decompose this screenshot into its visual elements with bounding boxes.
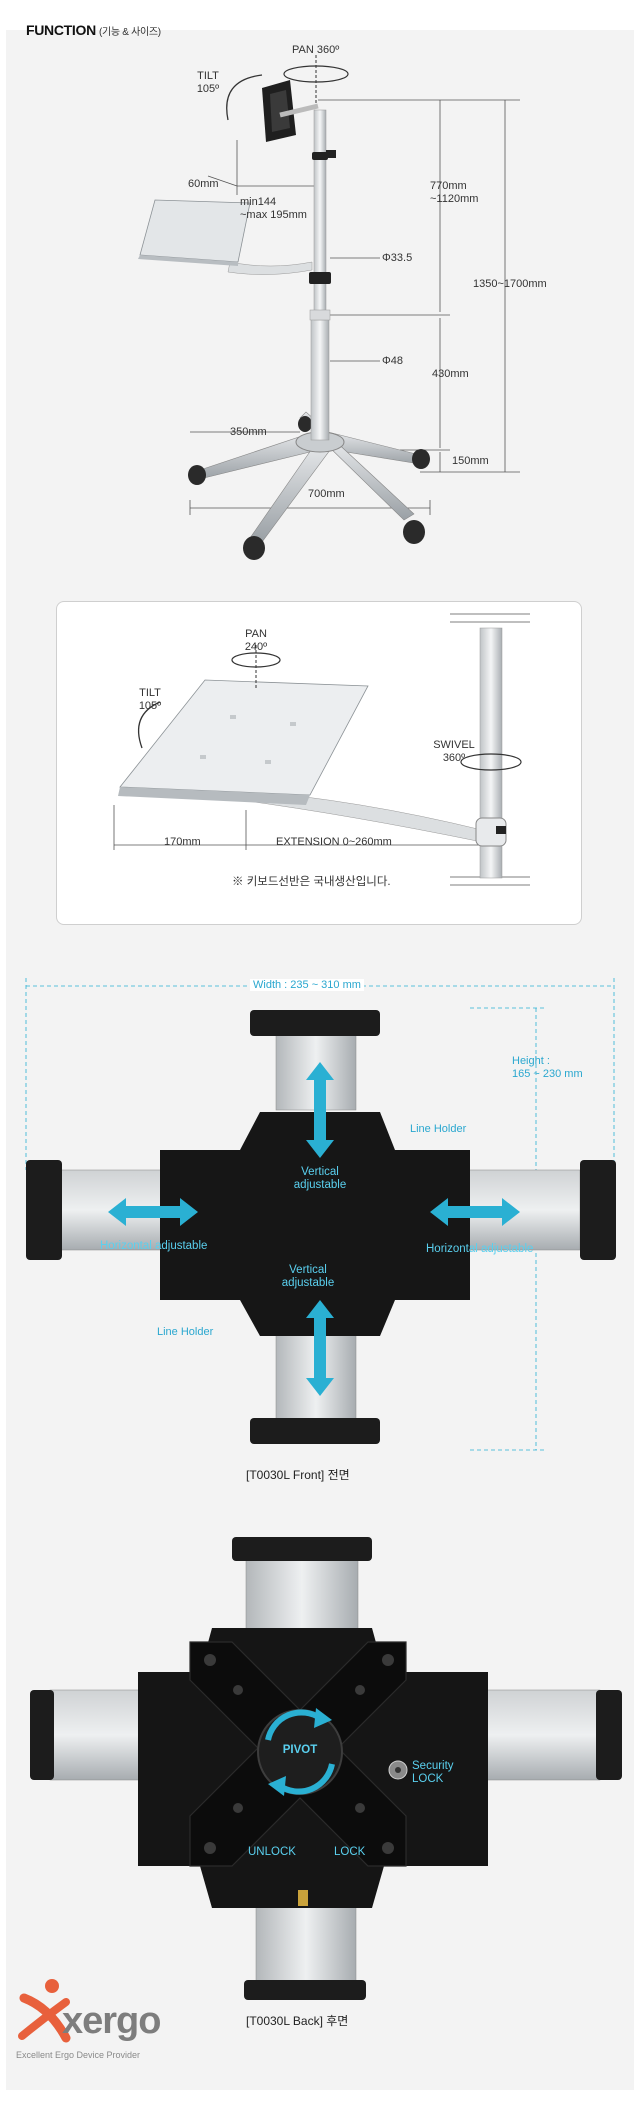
front-caption: [T0030L Front] 전면 [246, 1468, 350, 1482]
tray-tilt-line2: 105º [138, 700, 162, 712]
line-holder-top: Line Holder [410, 1123, 467, 1135]
lower-height-label: 430mm [432, 368, 469, 380]
line-holder-bottom: Line Holder [157, 1326, 214, 1338]
security-lock-label: Security LOCK [412, 1760, 462, 1786]
section-subtitle: (기능 & 사이즈) [98, 27, 161, 38]
front-illustration [25, 978, 616, 1451]
caster-height-label: 150mm [452, 455, 489, 467]
back-caption: [T0030L Back] 후면 [246, 2014, 349, 2028]
vertical-adjustable-top: Vertical adjustable [284, 1166, 356, 1192]
pivot-label: PIVOT [282, 1744, 318, 1756]
extension-label: EXTENSION 0~260mm [276, 836, 392, 848]
vertical-adjustable-bottom: Vertical adjustable [272, 1264, 344, 1290]
pan-label: PAN 360º [292, 44, 340, 56]
tilt-label-line2: 105º [196, 83, 220, 95]
reach-label-line1: min144 [240, 196, 277, 208]
tray-tilt-line1: TILT [139, 687, 161, 699]
tilt-label: TILT 105º [192, 70, 224, 96]
upper-height-line2: ~1120mm [430, 193, 479, 205]
vertical-top-line2: adjustable [293, 1179, 347, 1191]
tilt-label-line1: TILT [197, 70, 219, 82]
offset-label: 60mm [188, 178, 219, 190]
unlock-label: UNLOCK [248, 1846, 296, 1858]
section-title: FUNCTION(기능 & 사이즈) [26, 22, 161, 38]
pole-bottom-diameter: Φ48 [382, 355, 404, 367]
front-height-line2: 165 ~ 230 mm [512, 1068, 583, 1080]
horizontal-adjustable-left: Horizontal adjustable [100, 1240, 208, 1252]
xergo-logo: xergo Excellent Ergo Device Provider [14, 1978, 164, 2068]
swivel-line1: SWIVEL [433, 739, 475, 751]
logo-tagline: Excellent Ergo Device Provider [16, 2050, 141, 2060]
tray-pan-line2: 240º [244, 641, 268, 653]
swivel-line2: 360º [442, 752, 466, 764]
tray-note: ※ 키보드선반은 국내생산입니다. [232, 876, 391, 888]
front-height-line1: Height : [512, 1055, 550, 1067]
front-height-label: Height : 165 ~ 230 mm [512, 1055, 583, 1081]
logo-wordmark: xergo [62, 2000, 161, 2042]
base-width-label: 700mm [308, 488, 345, 500]
vertical-bottom-line1: Vertical [289, 1264, 327, 1276]
security-line2: LOCK [412, 1773, 444, 1785]
total-height-label: 1350~1700mm [473, 278, 547, 290]
vertical-top-line1: Vertical [301, 1166, 339, 1178]
upper-height-line1: 770mm [430, 180, 467, 192]
reach-label: min144 ~max 195mm [240, 196, 307, 222]
tray-pan-label: PAN 240º [238, 628, 274, 654]
upper-height-label: 770mm ~1120mm [430, 180, 478, 206]
security-line1: Security [412, 1760, 454, 1772]
tray-illustration [113, 613, 530, 886]
tray-pan-line1: PAN [245, 628, 267, 640]
vertical-bottom-line2: adjustable [281, 1277, 335, 1289]
horizontal-adjustable-right: Horizontal adjustable [426, 1243, 534, 1255]
reach-label-line2: ~max 195mm [240, 209, 307, 221]
base-radius-label: 350mm [230, 426, 267, 438]
xergo-logo-mark [18, 1979, 71, 2043]
stand-illustration [138, 55, 520, 560]
pole-top-diameter: Φ33.5 [382, 252, 413, 264]
front-width-label: Width : 235 ~ 310 mm [250, 979, 364, 991]
lock-label: LOCK [334, 1846, 366, 1858]
tray-depth-label: 170mm [164, 836, 201, 848]
tray-tilt-label: TILT 105º [134, 687, 166, 713]
swivel-label: SWIVEL 360º [432, 739, 476, 765]
